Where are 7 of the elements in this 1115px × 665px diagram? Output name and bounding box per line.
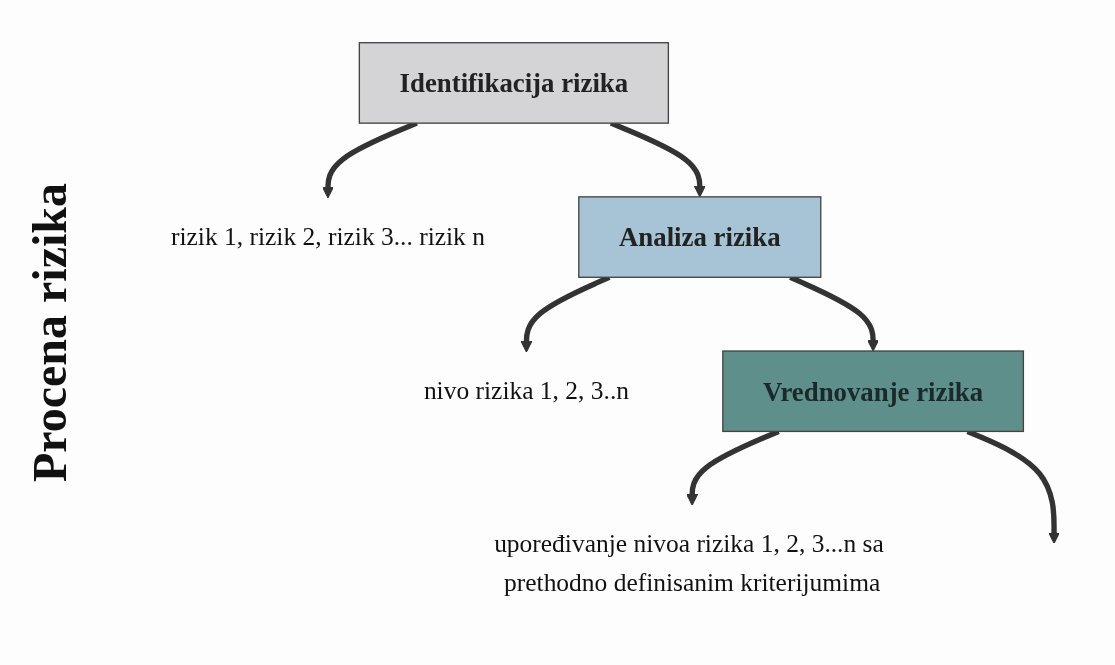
node-box: Vrednovanje rizika: [722, 350, 1025, 433]
node-box: Identifikacija rizika: [358, 42, 670, 125]
diagram-title: Procena rizika: [22, 183, 78, 482]
node-text: rizik 1, rizik 2, rizik 3... rizik n: [170, 222, 485, 251]
node-box: Analiza rizika: [578, 196, 822, 279]
node-text: upoređivanje nivoa rizika 1, 2, 3...n sa prethodno definisanim kriterijumima: [494, 529, 884, 596]
node-text: nivo rizika 1, 2, 3..n: [423, 376, 629, 405]
